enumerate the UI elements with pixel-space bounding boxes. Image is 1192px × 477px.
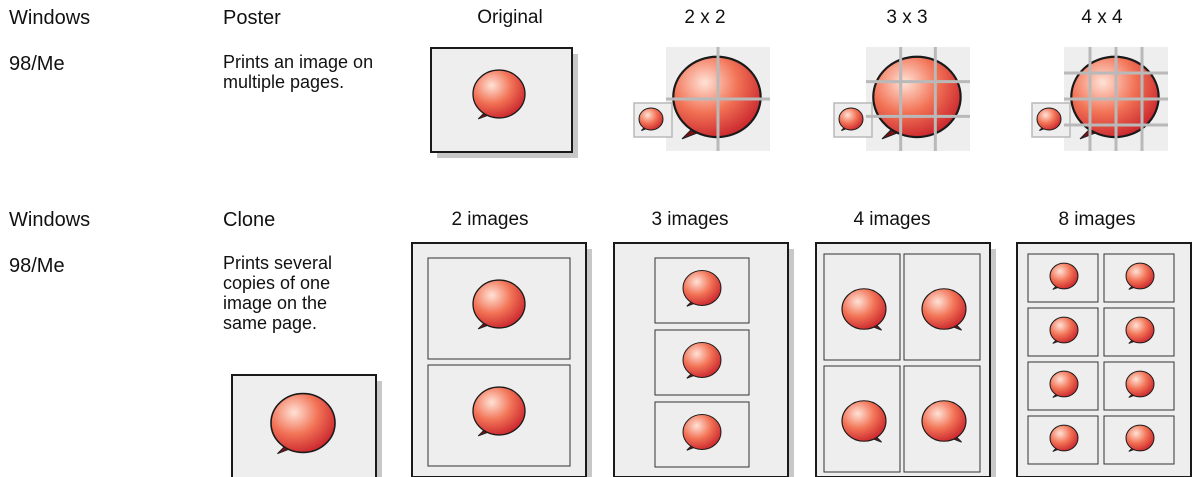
poster-3x3-large-balloon [872, 55, 962, 140]
clone-balloon [1125, 262, 1155, 290]
clone-header-3-images: 3 images [651, 209, 729, 230]
clone-header-2-images: 2 images [451, 209, 529, 230]
clone-balloon [682, 270, 722, 307]
poster-4x4-thumbnail-balloon [1036, 107, 1062, 131]
clone-balloon [682, 342, 722, 379]
poster-os-label: Windows [9, 7, 91, 29]
clone-balloon [1125, 316, 1155, 344]
clone-balloon [841, 400, 887, 443]
clone-header-4-images: 4 images [853, 209, 931, 230]
poster-header-3x3: 3 x 3 [886, 7, 928, 28]
clone-feature-name: Clone [223, 209, 276, 231]
clone-balloon [921, 288, 967, 331]
poster-header-original: Original [477, 7, 543, 28]
clone-balloon [1049, 370, 1079, 398]
poster-header-4x4: 4 x 4 [1081, 7, 1123, 28]
clone-os-label: Windows [9, 209, 91, 231]
clone-source-balloon [270, 392, 336, 455]
clone-cell [823, 253, 901, 361]
clone-balloon [472, 279, 526, 330]
clone-balloon [472, 386, 526, 437]
clone-balloon [682, 414, 722, 451]
original-balloon [472, 69, 526, 120]
clone-balloon [1125, 370, 1155, 398]
poster-description: Prints an image on multiple pages. [223, 52, 374, 92]
clone-balloon [1125, 424, 1155, 452]
clone-balloon [921, 400, 967, 443]
poster-3x3-thumbnail-balloon [838, 107, 864, 131]
clone-balloon [1049, 316, 1079, 344]
poster-2x2-thumbnail-balloon [638, 107, 664, 131]
clone-balloon [1049, 424, 1079, 452]
clone-os-version: 98/Me [9, 255, 65, 277]
poster-os-version: 98/Me [9, 53, 65, 75]
clone-balloon [1049, 262, 1079, 290]
clone-description: Prints several copies of one image on th… [223, 253, 333, 333]
poster-feature-name: Poster [223, 7, 281, 29]
clone-header-8-images: 8 images [1058, 209, 1136, 230]
poster-header-2x2: 2 x 2 [684, 7, 726, 28]
clone-balloon [841, 288, 887, 331]
